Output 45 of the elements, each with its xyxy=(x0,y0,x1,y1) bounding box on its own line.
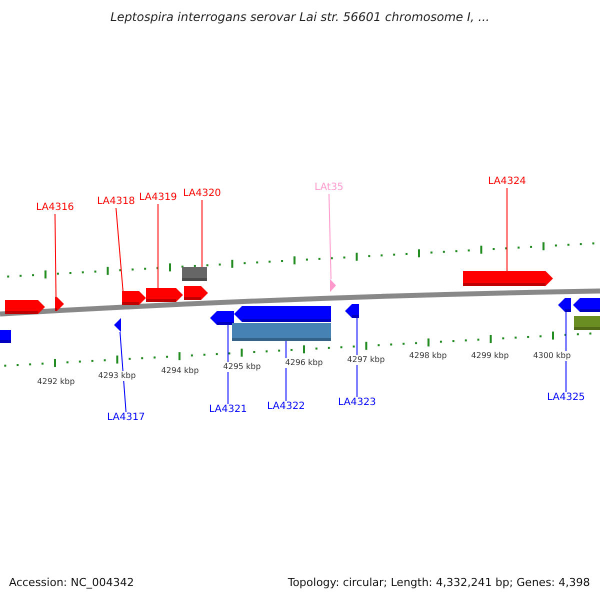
gene-label: LA4321 xyxy=(208,404,248,416)
scale-label: 4295 kbp xyxy=(222,362,262,372)
gene-feature-block xyxy=(184,286,208,300)
gene-feature-block xyxy=(55,297,64,311)
scale-label: 4298 kbp xyxy=(408,351,448,361)
scale-label: 4292 kbp xyxy=(36,377,76,387)
gene-feature-block xyxy=(330,279,336,292)
gene-feature-block xyxy=(122,291,146,305)
gene-feature-block xyxy=(463,271,553,286)
gene-label: LA4319 xyxy=(138,192,178,204)
leader-line xyxy=(506,188,508,272)
scale-label: 4293 kbp xyxy=(97,371,137,381)
scale-label: 4296 kbp xyxy=(284,358,324,368)
gene-feature-block xyxy=(573,298,600,312)
gene-label: LA4324 xyxy=(488,176,526,188)
gene-feature-block xyxy=(345,304,359,318)
genome-stats: Topology: circular; Length: 4,332,241 bp; Genes: 4,398 xyxy=(288,576,590,589)
gene-feature-block xyxy=(5,300,45,314)
scale-label: 4299 kbp xyxy=(470,351,510,361)
leader-line xyxy=(328,194,332,280)
leader-line xyxy=(356,318,358,398)
gene-label: LA4316 xyxy=(36,202,74,214)
gene-feature-bar xyxy=(574,316,600,330)
scale-label: 4294 kbp xyxy=(160,366,200,376)
leader-line xyxy=(116,208,124,292)
gene-feature-block xyxy=(114,318,121,332)
gene-feature-block xyxy=(210,311,234,325)
gene-label: LA4320 xyxy=(182,188,222,200)
map-title: Leptospira interrogans serovar Lai str. 56601 chromosome I, ... xyxy=(109,10,491,24)
gene-label: LA4318 xyxy=(96,196,136,208)
gene-feature-bar xyxy=(0,330,11,343)
gene-label: LA4323 xyxy=(338,397,376,409)
gene-label: LA4325 xyxy=(546,392,586,404)
leader-line xyxy=(54,214,56,298)
gene-feature-block xyxy=(558,298,571,312)
gene-label: LA4322 xyxy=(266,401,306,413)
scale-label: 4297 kbp xyxy=(346,355,386,365)
gene-label: LAt35 xyxy=(314,182,344,194)
scale-label: 4300 kbp xyxy=(532,351,572,361)
gene-feature-bar xyxy=(232,323,331,341)
gene-feature-block xyxy=(146,288,183,302)
gene-feature-bar xyxy=(182,267,207,281)
leader-line xyxy=(120,332,126,412)
gene-label: LA4317 xyxy=(106,412,146,424)
accession-text: Accession: NC_004342 xyxy=(9,576,134,589)
